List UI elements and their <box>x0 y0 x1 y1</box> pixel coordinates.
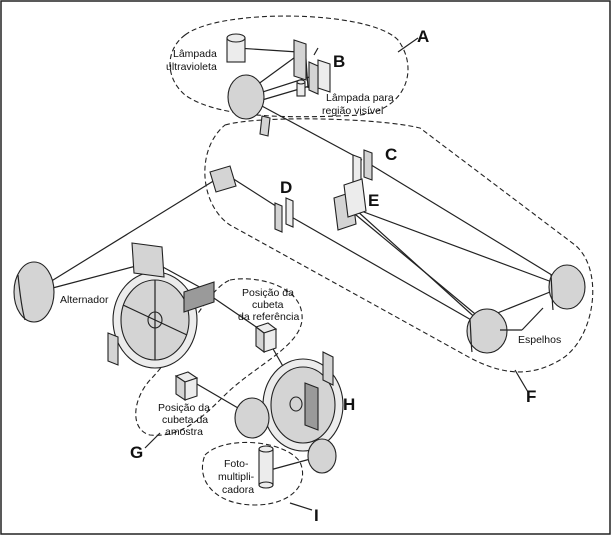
label-cubeta-amostra-3: amostra <box>165 426 203 438</box>
slit-D <box>274 197 294 233</box>
label-lampada-uv-2: ultravioleta <box>166 61 217 73</box>
label-cubeta-ref-1: Posição da <box>242 287 294 299</box>
mirror-right <box>548 264 586 311</box>
label-alternador: Alternador <box>60 294 109 306</box>
letter-C: C <box>385 145 397 164</box>
alternator-wheel <box>107 242 215 369</box>
photomultiplier <box>258 445 274 489</box>
source-mirror <box>227 74 271 137</box>
label-cubeta-amostra-1: Posição da <box>158 402 210 414</box>
group-G-outline <box>135 278 303 436</box>
group-F-outline <box>204 118 594 373</box>
letter-D: D <box>280 178 292 197</box>
label-espelhos: Espelhos <box>518 334 561 346</box>
label-cubeta-ref-3: da referência <box>238 311 299 323</box>
slit-C <box>352 149 373 186</box>
mirror-bottom <box>466 308 508 354</box>
reference-cuvette <box>254 322 278 354</box>
group-I-outline <box>201 441 304 506</box>
letter-E: E <box>368 191 379 210</box>
grating-E <box>333 178 367 231</box>
label-foto-1: Foto- <box>224 458 249 470</box>
label-foto-2: multipli- <box>218 471 255 483</box>
label-cubeta-ref-2: cubeta <box>252 299 284 311</box>
espelhos-leader-2 <box>521 307 544 331</box>
visible-lamp <box>296 79 306 97</box>
wheel-H <box>234 351 344 474</box>
label-lampada-vis-1: Lâmpada para <box>326 92 394 104</box>
letter-H: H <box>343 395 355 414</box>
left-mirror <box>13 261 55 323</box>
label-cubeta-amostra-2: cubeta da <box>162 414 208 426</box>
label-foto-3: cadora <box>222 484 254 496</box>
leader-lines <box>144 37 529 511</box>
label-lampada-uv-1: Lâmpada <box>173 48 217 60</box>
letter-F: F <box>526 387 536 406</box>
label-lampada-vis-2: região visível <box>322 105 383 117</box>
sample-cuvette <box>174 371 199 402</box>
letter-I: I <box>314 506 319 525</box>
group-A-outline <box>169 15 409 118</box>
upper-mirror <box>209 165 237 193</box>
uv-lamp <box>226 33 246 63</box>
letter-G: G <box>130 443 143 462</box>
mirror-B <box>293 39 331 95</box>
letter-A: A <box>417 27 429 46</box>
letter-B: B <box>333 52 345 71</box>
